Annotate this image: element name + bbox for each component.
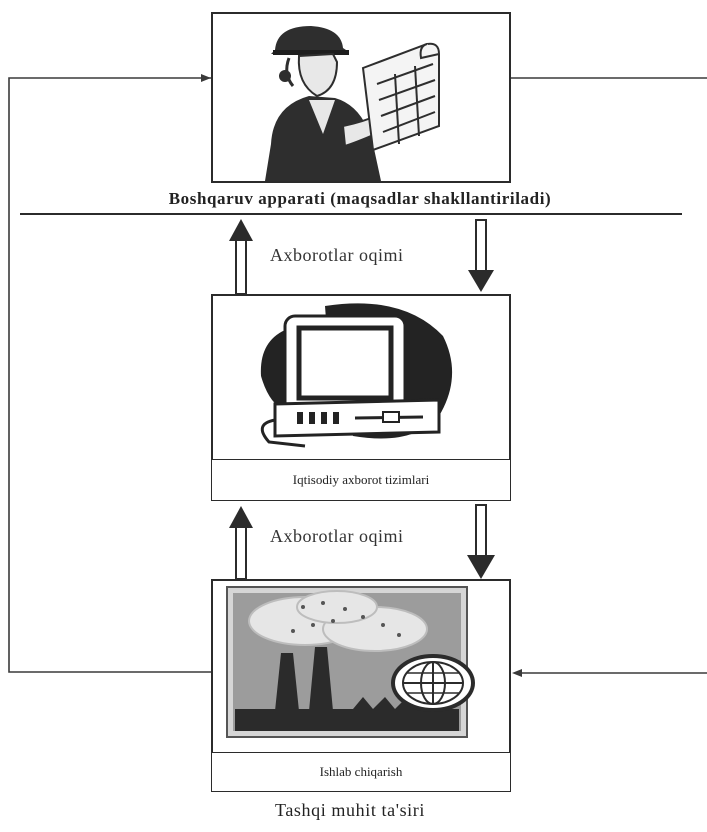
lower-flow-label: Axborotlar oqimi (270, 526, 404, 546)
info-systems-box: Iqtisodiy axborot tizimlari (211, 294, 511, 501)
upper-up-arrow (229, 219, 253, 295)
info-systems-caption: Iqtisodiy axborot tizimlari (211, 459, 511, 501)
feedback-loop-line (8, 77, 211, 673)
upper-down-arrow (468, 219, 494, 292)
feedback-arrowhead (201, 74, 211, 82)
lower-up-arrow (229, 506, 253, 580)
computer-illustration (260, 303, 453, 448)
upper-flow-label: Axborotlar oqimi (270, 245, 404, 265)
environment-label: Tashqi muhit ta'siri (275, 800, 425, 820)
engineer-illustration (265, 26, 440, 181)
lower-down-arrow (467, 504, 495, 579)
production-box: Ishlab chiqarish (211, 579, 511, 792)
environment-arrowhead (512, 669, 522, 677)
management-box (211, 12, 511, 183)
management-title: Boshqaruv apparati (maqsadlar shakllanti… (168, 189, 552, 208)
production-caption: Ishlab chiqarish (211, 752, 511, 792)
factory-illustration (226, 586, 475, 738)
